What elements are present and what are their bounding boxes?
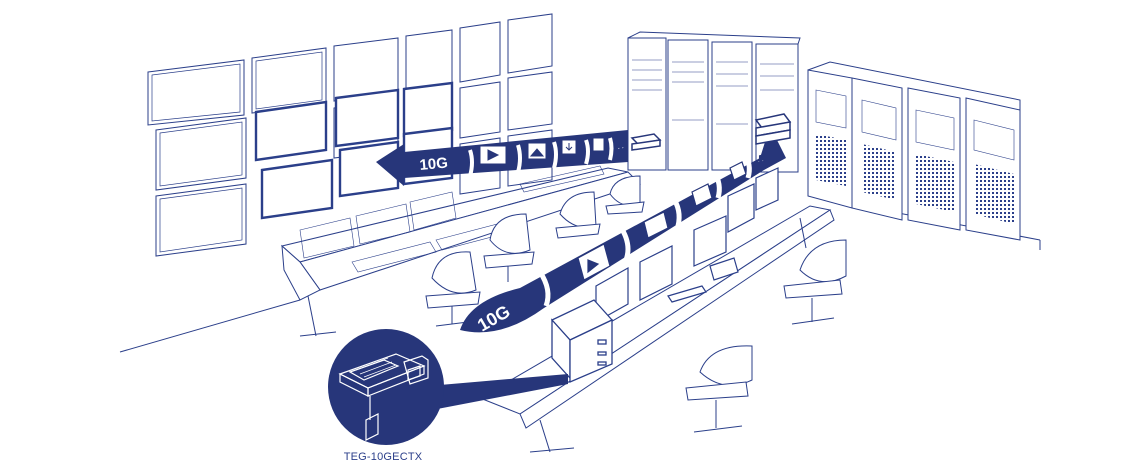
download-icon bbox=[691, 183, 713, 207]
document-icon bbox=[729, 161, 747, 181]
back-console-desk bbox=[280, 165, 641, 337]
callout-beam bbox=[428, 374, 568, 410]
download-icon bbox=[561, 139, 577, 155]
upper-stream: 10G ♫ bbox=[376, 130, 662, 186]
video-wall bbox=[147, 13, 553, 257]
monitors bbox=[595, 167, 779, 324]
music-note-icon: ♫ bbox=[755, 149, 766, 165]
nic-product-badge bbox=[328, 329, 444, 445]
switch-upper bbox=[630, 133, 662, 151]
play-icon bbox=[479, 145, 507, 165]
lower-stream: 10G ♫ bbox=[460, 113, 792, 335]
image-icon bbox=[527, 142, 547, 160]
document-icon bbox=[592, 137, 605, 152]
play-icon bbox=[577, 243, 611, 281]
svg-text:♫: ♫ bbox=[756, 150, 766, 165]
front-desk bbox=[478, 205, 835, 453]
operator-chairs bbox=[425, 175, 847, 433]
server-racks bbox=[627, 31, 1021, 241]
music-note-icon: ♫ bbox=[616, 137, 627, 153]
svg-text:♫: ♫ bbox=[616, 137, 626, 152]
tower-pc bbox=[550, 299, 614, 383]
image-icon bbox=[643, 211, 669, 239]
switch-lower bbox=[754, 113, 792, 145]
product-caption: TEG-10GECTX bbox=[343, 451, 423, 463]
upper-stream-label: 10G bbox=[419, 155, 449, 174]
